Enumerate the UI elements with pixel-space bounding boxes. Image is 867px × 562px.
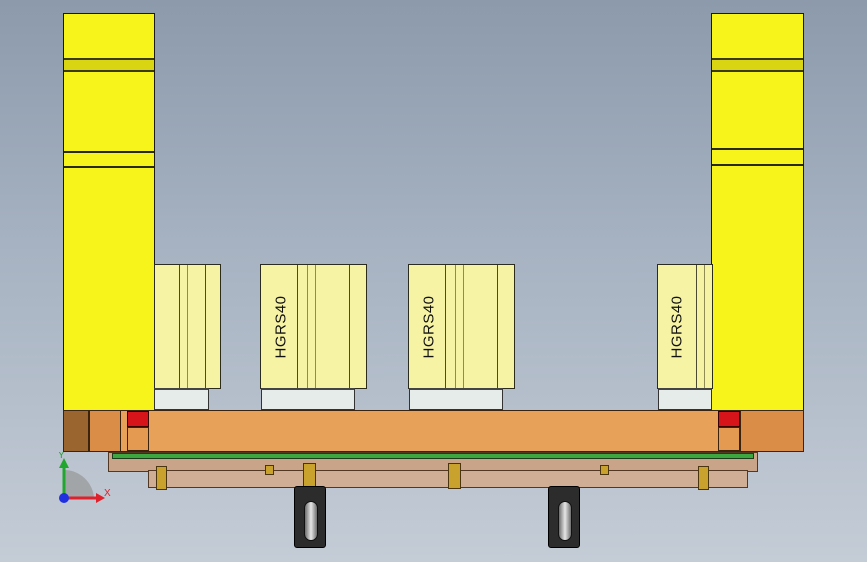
x-axis-arrow [96,493,105,503]
screw [265,465,274,475]
locating-pin-right [718,411,740,427]
screw [600,465,609,475]
left-column [63,13,155,411]
base-plate [63,410,804,452]
wheel-right [558,501,572,541]
x-axis-label: X [104,488,111,499]
base-plate-step-left [89,410,121,452]
pin-seat-right [718,427,740,451]
base-plate-step-right [740,410,804,452]
y-axis-arrow [59,458,69,468]
guide-block-4-base [658,388,712,410]
axis-triad: Y X [58,452,111,503]
base-plate-end-left [63,410,89,452]
y-axis-label: Y [58,452,65,461]
guide-block-label: HGRS40 [420,294,438,359]
guide-block-label: HGRS40 [668,294,686,359]
z-axis-dot [59,493,69,503]
guide-block-3: HGRS40 [408,264,515,389]
screw [448,463,461,489]
screw [698,466,709,490]
screw [156,466,167,490]
wheel-housing-left [294,486,326,548]
green-rail [112,453,754,459]
wheel-left [304,501,318,541]
guide-block-1-base [154,388,209,410]
guide-block-1 [154,264,221,389]
guide-block-2-base [261,388,355,410]
wheel-housing-right [548,486,580,548]
guide-block-label: HGRS40 [272,294,290,359]
right-column [711,13,804,411]
guide-block-3-base [409,388,503,410]
pin-seat-left [127,427,149,451]
locating-pin-left [127,411,149,427]
guide-block-2: HGRS40 [260,264,367,389]
guide-block-4: HGRS40 [657,264,713,389]
